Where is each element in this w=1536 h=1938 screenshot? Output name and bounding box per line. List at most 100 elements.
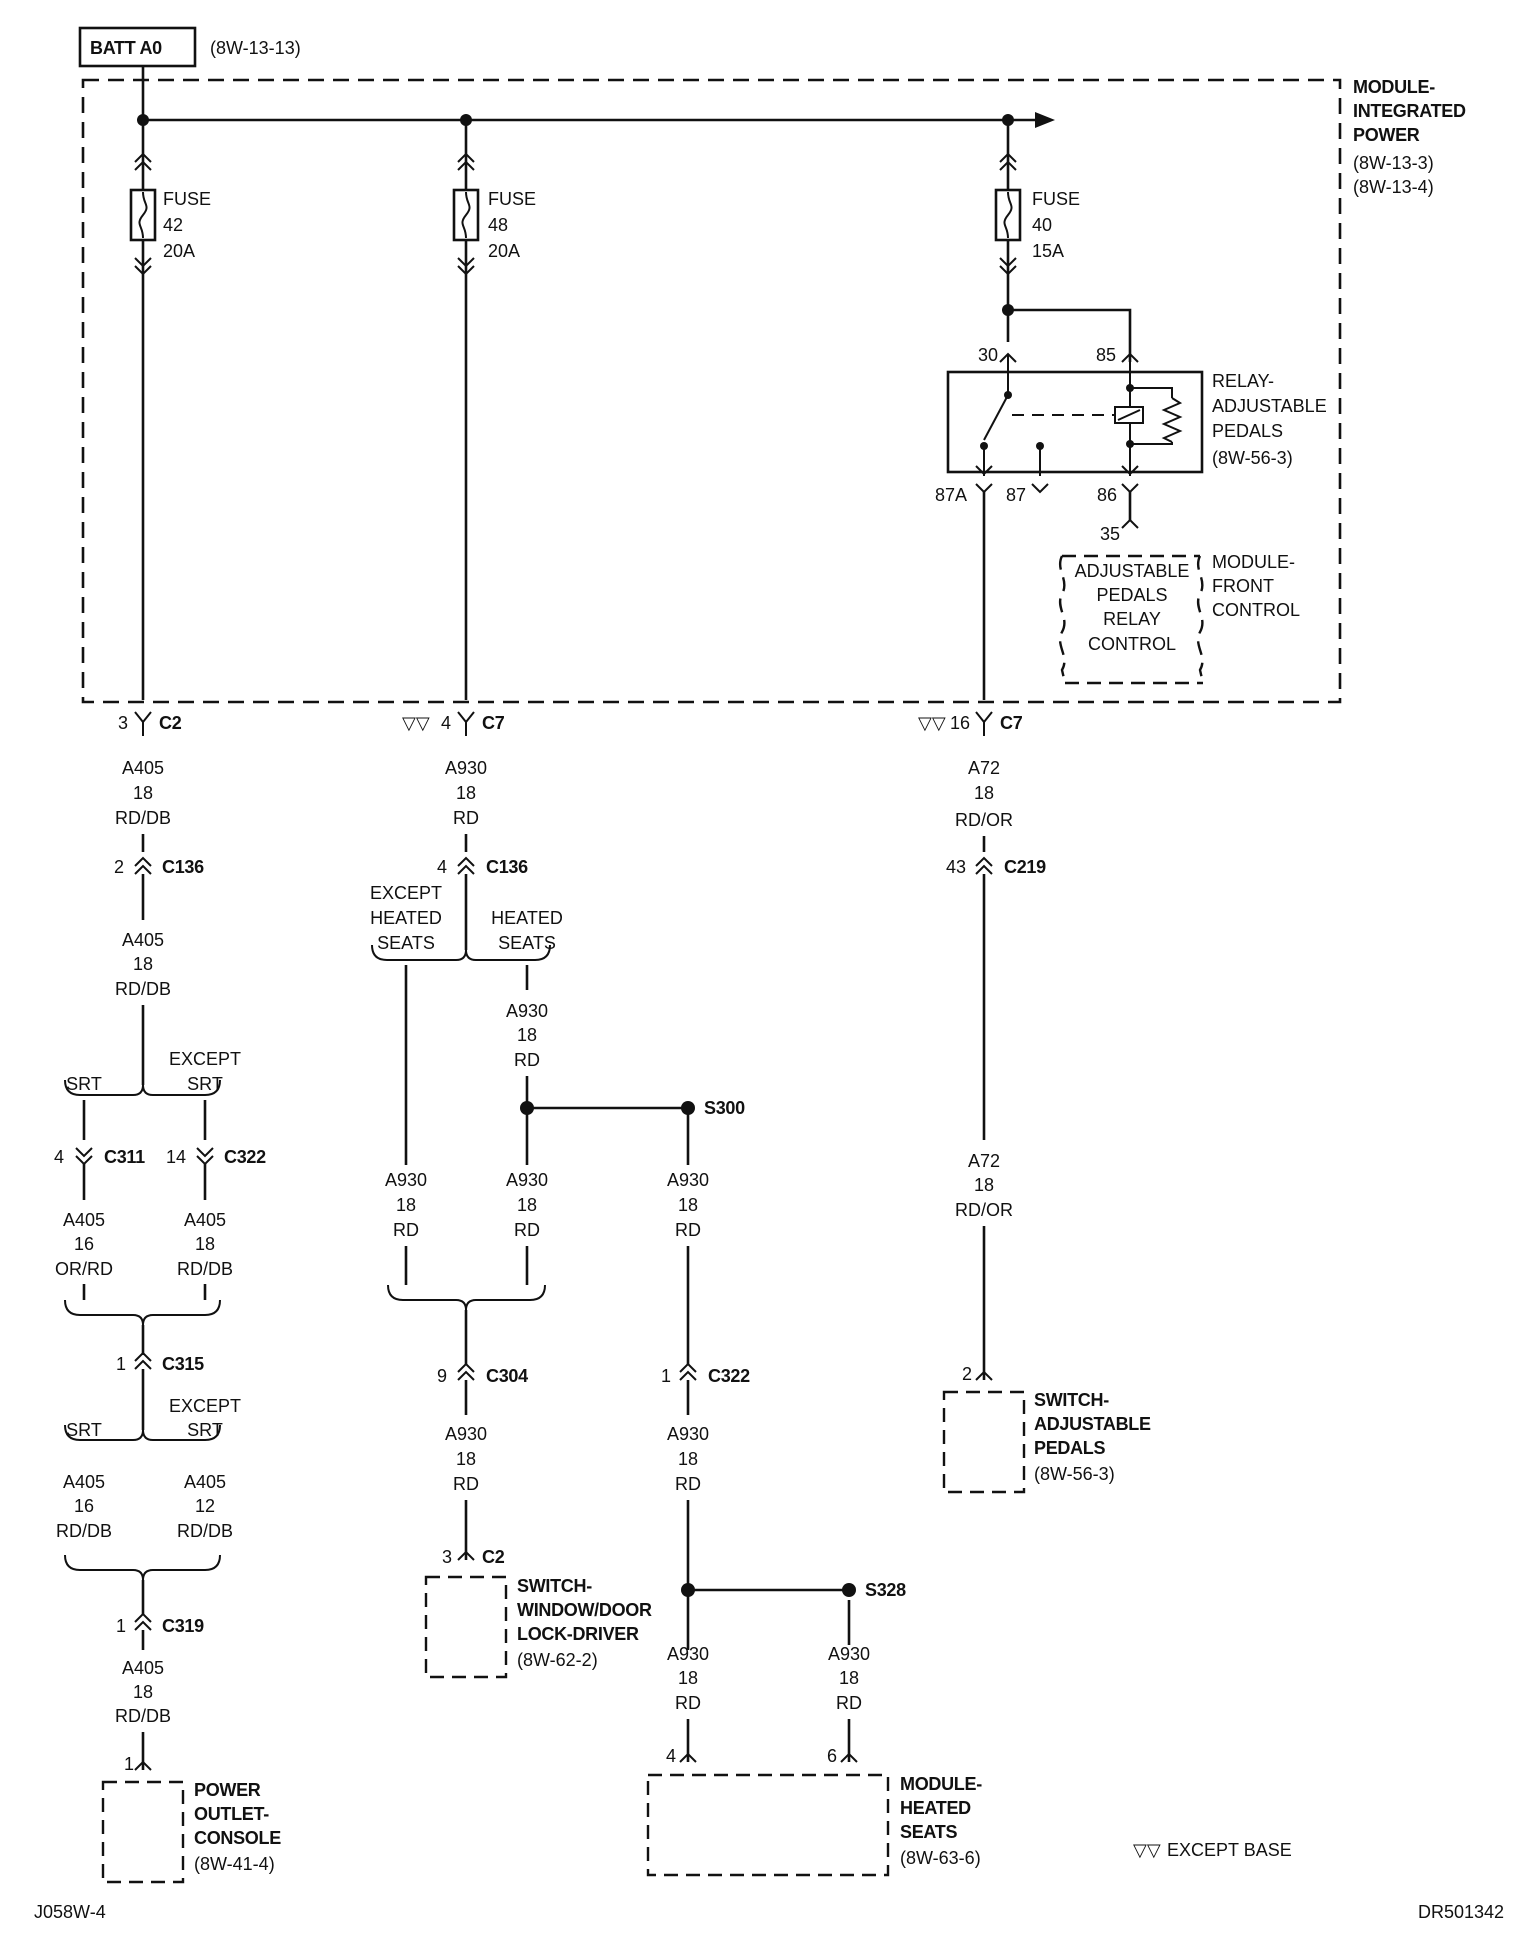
fuse-48-label: FUSE (488, 189, 536, 209)
wire-label: 18 (456, 1449, 476, 1469)
option-except-srt-2: SRT (187, 1420, 223, 1440)
wire-label: A930 (828, 1644, 870, 1664)
wire-label: RD (675, 1693, 701, 1713)
wire-label: 18 (133, 1682, 153, 1702)
c322-mid-name: C322 (708, 1366, 750, 1386)
option-except: EXCEPT (169, 1049, 241, 1069)
heated-seats-ref: (8W-63-6) (900, 1848, 981, 1868)
power-outlet-pin: 1 (124, 1754, 134, 1774)
fuse-40-rating: 15A (1032, 241, 1064, 261)
splice-s328 (842, 1583, 856, 1597)
c136-mid-name: C136 (486, 857, 528, 877)
option-except-heated-1: EXCEPT (370, 883, 442, 903)
relay-pin-86: 86 (1097, 485, 1117, 505)
wire-label: RD (453, 808, 479, 828)
option-bracket-2 (64, 1424, 221, 1441)
s300-label: S300 (704, 1098, 745, 1118)
except-base-marker-mid: ▽▽ (402, 713, 430, 733)
bus-arrow-icon (1035, 112, 1055, 128)
c304-pin: 9 (437, 1366, 447, 1386)
wire-label: 18 (678, 1449, 698, 1469)
c2-top-name: C2 (159, 713, 182, 733)
option-bracket-1 (64, 1079, 221, 1096)
relay-pin-87: 87 (1006, 485, 1026, 505)
heated-seats-pin-b: 6 (827, 1746, 837, 1766)
left-branch: A405 18 RD/DB 2 C136 A405 18 RD/DB SRT E… (54, 758, 266, 1774)
relay-pin-85: 85 (1096, 345, 1116, 365)
power-outlet-title-3: CONSOLE (194, 1828, 281, 1848)
wire-label: A405 (184, 1472, 226, 1492)
middle-branch: A930 18 RD 4 C136 EXCEPT HEATED SEATS HE… (370, 758, 745, 1567)
relay-box (946, 370, 1204, 474)
batt-ref: (8W-13-13) (210, 38, 301, 58)
module-integrated-power-border (81, 78, 1342, 704)
wire-label: A405 (184, 1210, 226, 1230)
option-bracket-heated (371, 944, 551, 961)
c136-left-name: C136 (162, 857, 204, 877)
c304-name: C304 (486, 1366, 528, 1386)
merge-bracket-heated (387, 1284, 546, 1311)
wire-label: 12 (195, 1496, 215, 1516)
module-ipm-ref-1: (8W-13-3) (1353, 153, 1434, 173)
legend-symbol: ▽▽ (1133, 1840, 1161, 1860)
front-control-title-1: MODULE- (1212, 552, 1295, 572)
option-except-heated-3: SEATS (377, 933, 435, 953)
relay-pin-30: 30 (978, 345, 998, 365)
relay-title-3: PEDALS (1212, 421, 1283, 441)
wire-label: A405 (122, 758, 164, 778)
wire-label: 18 (456, 783, 476, 803)
fuse-42: FUSE 42 20A (129, 120, 211, 700)
fuse-42-number: 42 (163, 215, 183, 235)
wire-label: A405 (63, 1210, 105, 1230)
wire-label: RD (453, 1474, 479, 1494)
heated-seats-pin-a: 4 (666, 1746, 676, 1766)
wire-label: 18 (133, 783, 153, 803)
wire-label: 18 (396, 1195, 416, 1215)
front-control-title-3: CONTROL (1212, 600, 1300, 620)
wire-label: RD (675, 1474, 701, 1494)
fuse-42-rating: 20A (163, 241, 195, 261)
except-base-marker-right: ▽▽ (918, 713, 946, 733)
wire-label: RD (514, 1220, 540, 1240)
wire-label: A930 (506, 1001, 548, 1021)
wire-label: RD/OR (955, 810, 1013, 830)
module-ipm-title-2: INTEGRATED (1353, 101, 1466, 121)
c7-mid-name: C7 (482, 713, 505, 733)
fuse-48: FUSE 48 20A (452, 120, 536, 700)
switch-window-door-lock-driver: SWITCH- WINDOW/DOOR LOCK-DRIVER (8W-62-2… (424, 1575, 652, 1679)
switch-adjustable-pedals: SWITCH- ADJUSTABLE PEDALS (8W-56-3) (942, 1390, 1151, 1494)
switch-pedals-pin: 2 (962, 1364, 972, 1384)
fuse-40-number: 40 (1032, 215, 1052, 235)
wire-label: 18 (517, 1195, 537, 1215)
wire-label: A930 (506, 1170, 548, 1190)
module-heated-seats: MODULE- HEATED SEATS (8W-63-6) (646, 1773, 982, 1877)
wire-label: 18 (839, 1668, 859, 1688)
relay-resistor (1161, 397, 1183, 443)
pin-87a-connector-icon (975, 483, 993, 494)
wire-label: RD (514, 1050, 540, 1070)
wire-label: A930 (445, 1424, 487, 1444)
front-control-title-2: FRONT (1212, 576, 1274, 596)
wire-label: RD/DB (177, 1521, 233, 1541)
c2-top-pin: 3 (118, 713, 128, 733)
power-outlet-title-1: POWER (194, 1780, 261, 1800)
wire-label: A930 (667, 1170, 709, 1190)
fuse-40: FUSE 40 15A (994, 120, 1080, 342)
wire-label: RD (836, 1693, 862, 1713)
c2-bottom-name: C2 (482, 1547, 505, 1567)
switch-pedals-title-2: ADJUSTABLE (1034, 1414, 1151, 1434)
power-outlet-console: POWER OUTLET- CONSOLE (8W-41-4) (101, 1780, 282, 1884)
module-ipm-ref-2: (8W-13-4) (1353, 177, 1434, 197)
relay-title-1: RELAY- (1212, 371, 1274, 391)
switch-pedals-title-3: PEDALS (1034, 1438, 1106, 1458)
c2-bottom-pin: 3 (442, 1547, 452, 1567)
switch-pedals-title-1: SWITCH- (1034, 1390, 1109, 1410)
front-control-inner-3: RELAY (1103, 609, 1161, 629)
fuse-48-rating: 20A (488, 241, 520, 261)
wire-label: RD/OR (955, 1200, 1013, 1220)
fuse-40-label: FUSE (1032, 189, 1080, 209)
pin-85-connector-icon (1121, 352, 1139, 363)
wire-label: 18 (133, 954, 153, 974)
c315-pin: 1 (116, 1354, 126, 1374)
